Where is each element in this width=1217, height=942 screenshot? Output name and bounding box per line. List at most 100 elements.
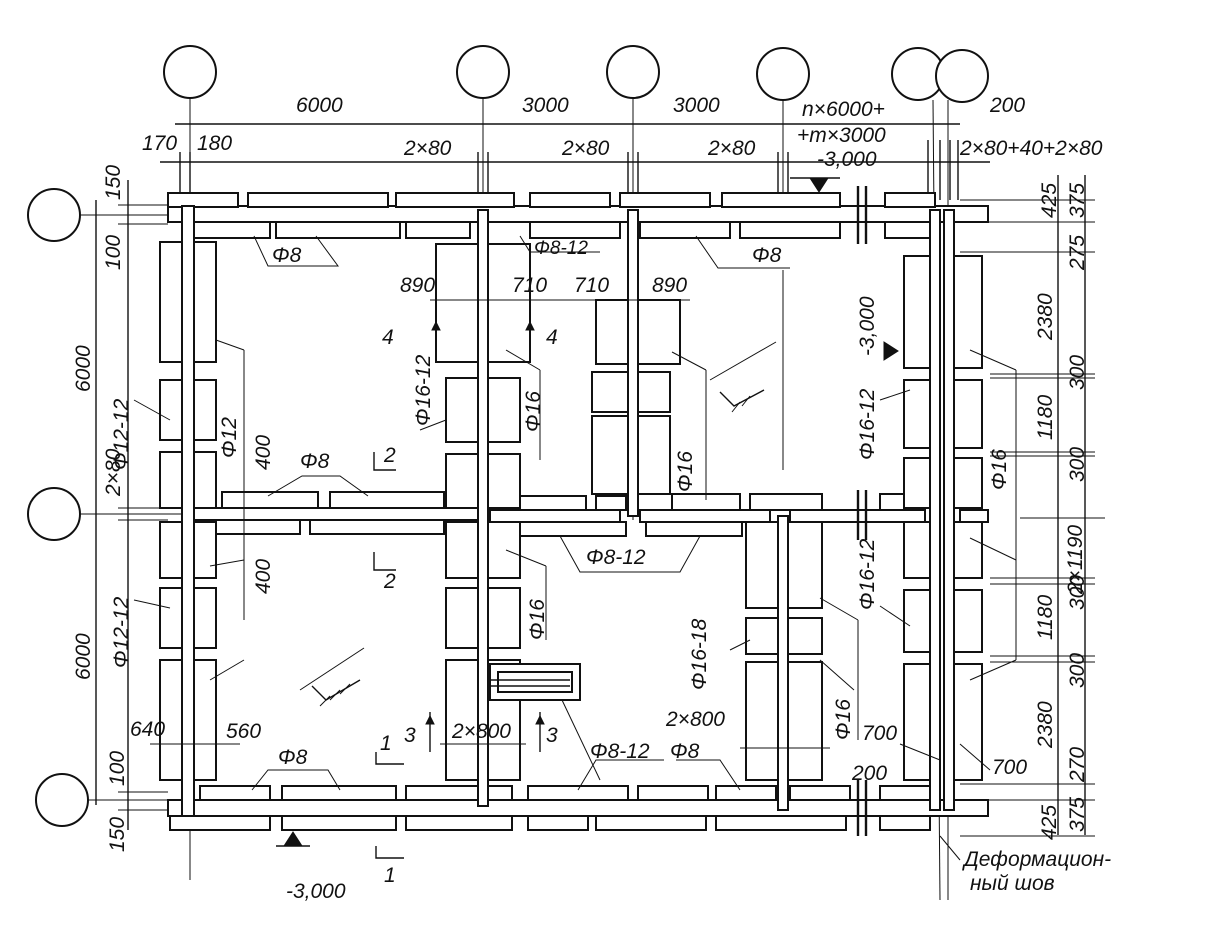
column-3-blocks <box>591 299 681 495</box>
rebar-leaders <box>133 235 1017 791</box>
dim-300-a: 300 <box>1066 355 1089 390</box>
dim-425-bottom-right: 425 <box>1038 805 1061 840</box>
dim-nm-line1: n×6000+ <box>802 98 885 121</box>
rebar-f8-top-2: Φ8 <box>752 244 782 267</box>
dim-6000-left-a: 6000 <box>72 345 95 392</box>
rebar-f8-12-top: Φ8-12 <box>534 238 588 259</box>
dim-700-a: 700 <box>862 722 897 745</box>
dim-425-top-right: 425 <box>1038 183 1061 218</box>
axis-bubble-top-1 <box>163 45 217 99</box>
rebar-f16-12-b: Φ16-12 <box>856 388 879 460</box>
rebar-f12-12-a: Φ12-12 <box>110 398 133 470</box>
rebar-f8-top-1: Φ8 <box>272 244 302 267</box>
dim-100-top-left: 100 <box>102 235 125 270</box>
level-marker-bottom <box>283 831 303 847</box>
dim-700-b: 700 <box>992 756 1027 779</box>
rebar-f8-bottom-2: Φ8 <box>670 740 700 763</box>
rebar-f16-18: Φ16-18 <box>688 618 711 690</box>
section-2-top: 2 <box>383 444 396 467</box>
dim-375-top-right: 375 <box>1066 183 1089 218</box>
dim-890-a: 890 <box>400 274 435 297</box>
axis-bubble-left-1 <box>27 188 81 242</box>
axis-bubble-top-2 <box>456 45 510 99</box>
level-top: -3,000 <box>817 148 877 171</box>
level-marker-top <box>809 177 829 193</box>
rebar-f16-a: Φ16 <box>522 391 545 432</box>
dim-170: 170 <box>142 132 177 155</box>
dim-300-d: 300 <box>1066 653 1089 688</box>
section-marks <box>373 312 545 859</box>
joint-label-line2: ный шов <box>970 872 1055 895</box>
rebar-f8-mid: Φ8 <box>300 450 330 473</box>
dim-710-b: 710 <box>574 274 609 297</box>
dim-200-bottom: 200 <box>851 762 887 785</box>
axis-bubble-left-2 <box>27 487 81 541</box>
axis-bubble-top-3 <box>606 45 660 99</box>
dim-2x800-b: 2×800 <box>665 708 725 731</box>
column-4-blocks <box>745 521 823 781</box>
section-4-left: 4 <box>382 326 394 349</box>
axis-bubble-left-3 <box>35 773 89 827</box>
rebar-f12: Φ12 <box>218 417 241 458</box>
dim-2x800-a: 2×800 <box>451 720 511 743</box>
level-right: -3,000 <box>856 296 879 356</box>
middle-row-blocks <box>199 491 925 537</box>
vertical-beams <box>181 205 955 817</box>
rebar-f12-12-b: Φ12-12 <box>110 596 133 668</box>
dim-200-top: 200 <box>989 94 1025 117</box>
axis-bubbles <box>27 45 989 827</box>
dim-560: 560 <box>226 720 261 743</box>
right-column-blocks <box>903 255 983 781</box>
rebar-f8-bottom-1: Φ8 <box>278 746 308 769</box>
dim-nm-line2: +m×3000 <box>797 124 886 147</box>
dim-3000-top-a: 3000 <box>522 94 569 117</box>
dim-400-b: 400 <box>252 559 275 594</box>
dim-150-bottom-left: 150 <box>106 817 129 852</box>
dim-400-a: 400 <box>252 435 275 470</box>
dim-2380-b: 2380 <box>1034 701 1057 749</box>
dim-300-c: 300 <box>1066 575 1089 610</box>
dim-300-b: 300 <box>1066 447 1089 482</box>
dim-2x80-c: 2×80 <box>707 137 756 160</box>
dim-6000-top: 6000 <box>296 94 343 117</box>
section-4-right: 4 <box>546 326 558 349</box>
dim-2x80-left: 2×80 <box>102 448 125 497</box>
dim-6000-left-b: 6000 <box>72 633 95 680</box>
dim-710-a: 710 <box>512 274 547 297</box>
dim-640: 640 <box>130 718 165 741</box>
right-dimension-chain <box>960 175 1095 837</box>
joint-label-line1: Деформацион- <box>962 848 1111 871</box>
dim-2x1190: 2×1190 <box>1064 525 1087 595</box>
dim-2x80-a: 2×80 <box>403 137 452 160</box>
rebar-f16-e: Φ16 <box>832 699 855 740</box>
section-3-left: 3 <box>404 724 416 747</box>
joint-break-lines <box>856 186 868 836</box>
anchor-detail <box>489 663 581 701</box>
level-bottom: -3,000 <box>286 880 346 903</box>
section-1-bottom: 1 <box>384 864 396 887</box>
section-3-right: 3 <box>546 724 558 747</box>
dim-375-bottom-right: 375 <box>1066 797 1089 832</box>
top-row-blocks <box>167 192 936 239</box>
ground-symbols <box>299 341 777 707</box>
level-marker-right <box>883 341 899 361</box>
dim-2380-a: 2380 <box>1034 293 1057 341</box>
rebar-f8-12-mid: Φ8-12 <box>586 546 646 569</box>
axis-bubble-top-6 <box>935 49 989 103</box>
dim-3000-top-b: 3000 <box>673 94 720 117</box>
section-1-top: 1 <box>380 732 392 755</box>
rebar-f16-d: Φ16 <box>526 599 549 640</box>
dim-2x80-b: 2×80 <box>561 137 610 160</box>
rebar-f16-12-a: Φ16-12 <box>412 354 435 426</box>
dim-180: 180 <box>197 132 232 155</box>
bottom-row-blocks <box>169 785 931 831</box>
left-column-blocks <box>159 241 217 781</box>
dim-2x80-40-2x80: 2×80+40+2×80 <box>959 137 1103 160</box>
dim-150-top-left: 150 <box>102 165 125 200</box>
rebar-f8-12-bottom: Φ8-12 <box>590 740 650 763</box>
dim-1180-a: 1180 <box>1034 395 1057 440</box>
joint-leader <box>939 835 961 861</box>
section-2-bottom: 2 <box>383 570 396 593</box>
rebar-f16-c: Φ16 <box>988 449 1011 490</box>
